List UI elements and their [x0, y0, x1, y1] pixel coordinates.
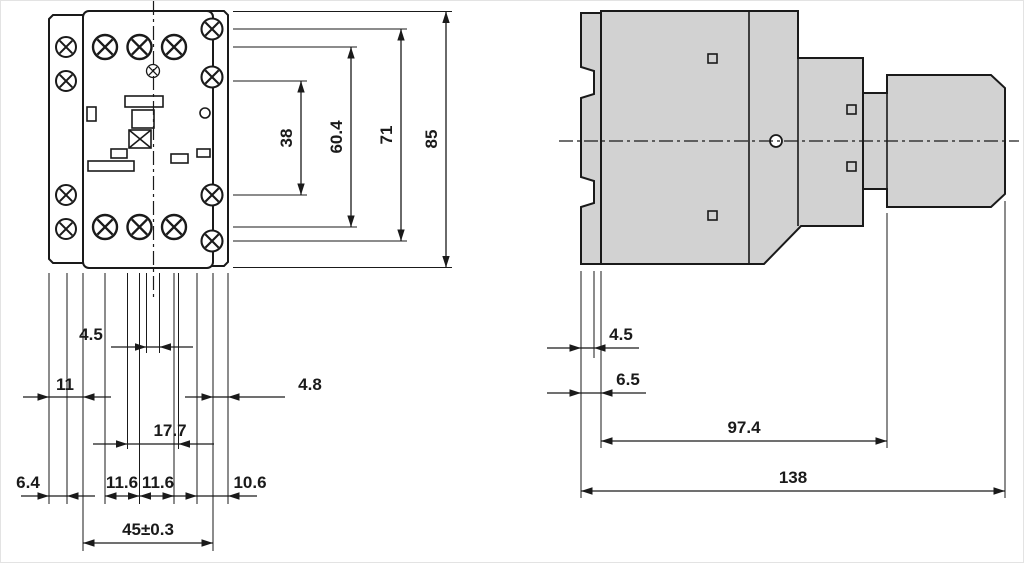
dim-85-label: 85	[422, 130, 441, 149]
dim-11-6-left-label: 11.6	[106, 473, 138, 492]
din-rail-plate	[580, 12, 602, 265]
screw-icon	[55, 184, 77, 206]
side-body	[600, 10, 864, 265]
dim-11-label: 11	[56, 375, 74, 394]
dim-4-5-side-label: 4.5	[609, 325, 633, 344]
front-body	[82, 10, 214, 269]
dim-71: 71	[377, 29, 405, 241]
dim-138-label: 138	[779, 468, 807, 487]
dim-4-5-front: 4.5	[79, 325, 193, 351]
screw-icon	[200, 229, 224, 253]
dim-38-label: 38	[277, 129, 296, 148]
dim-60-4: 60.4	[327, 47, 355, 227]
front-vertical-dimensions: 38 60.4 71 85	[233, 11, 452, 268]
dim-11-6-right-label: 11.6	[142, 473, 174, 492]
dim-11: 11	[23, 375, 111, 401]
screw-icon	[91, 213, 119, 241]
screw-icon	[126, 213, 153, 241]
dim-17-7-label: 17.7	[153, 421, 186, 440]
dim-6-5-label: 6.5	[616, 370, 640, 389]
screw-icon	[200, 183, 224, 207]
screw-icon	[200, 17, 224, 41]
dim-138: 138	[581, 468, 1005, 495]
dim-6-4: 6.4	[16, 473, 95, 500]
dim-85: 85	[422, 11, 450, 268]
side-dimensions: 4.5 6.5 97.4 138	[547, 201, 1006, 498]
dim-10-6-label: 10.6	[233, 473, 266, 492]
dim-60-4-label: 60.4	[327, 120, 346, 154]
dim-17-7: 17.7	[93, 421, 214, 448]
front-horizontal-dimensions: 4.5 11 4.8 17.7	[16, 273, 322, 551]
dim-45: 45±0.3	[83, 520, 213, 547]
screw-icon	[91, 33, 119, 61]
contact-details	[86, 95, 211, 172]
dim-45-label: 45±0.3	[122, 520, 174, 539]
screw-icon	[55, 36, 77, 58]
dim-10-6: 10.6	[169, 473, 267, 500]
dim-4-5-front-label: 4.5	[79, 325, 103, 344]
dim-11-6-left: 11.6	[105, 473, 140, 500]
side-view: 4.5 6.5 97.4 138	[547, 10, 1019, 498]
dim-38: 38	[277, 81, 305, 195]
screw-icon	[160, 33, 188, 61]
dim-71-label: 71	[377, 126, 396, 145]
dim-4-8-label: 4.8	[298, 375, 322, 394]
screw-icon	[200, 65, 224, 89]
dim-4-5-side: 4.5	[547, 325, 639, 352]
dim-6-5: 6.5	[547, 370, 646, 397]
screw-icon	[55, 70, 77, 92]
dim-97-4: 97.4	[601, 418, 887, 445]
screw-icon	[55, 218, 77, 240]
dim-97-4-label: 97.4	[727, 418, 761, 437]
screw-icon	[126, 33, 153, 61]
front-view: 38 60.4 71 85	[16, 1, 452, 551]
dim-11-6-right: 11.6	[139, 473, 174, 500]
dim-4-8: 4.8	[185, 375, 322, 401]
dim-6-4-label: 6.4	[16, 473, 40, 492]
screw-icon	[160, 213, 188, 241]
